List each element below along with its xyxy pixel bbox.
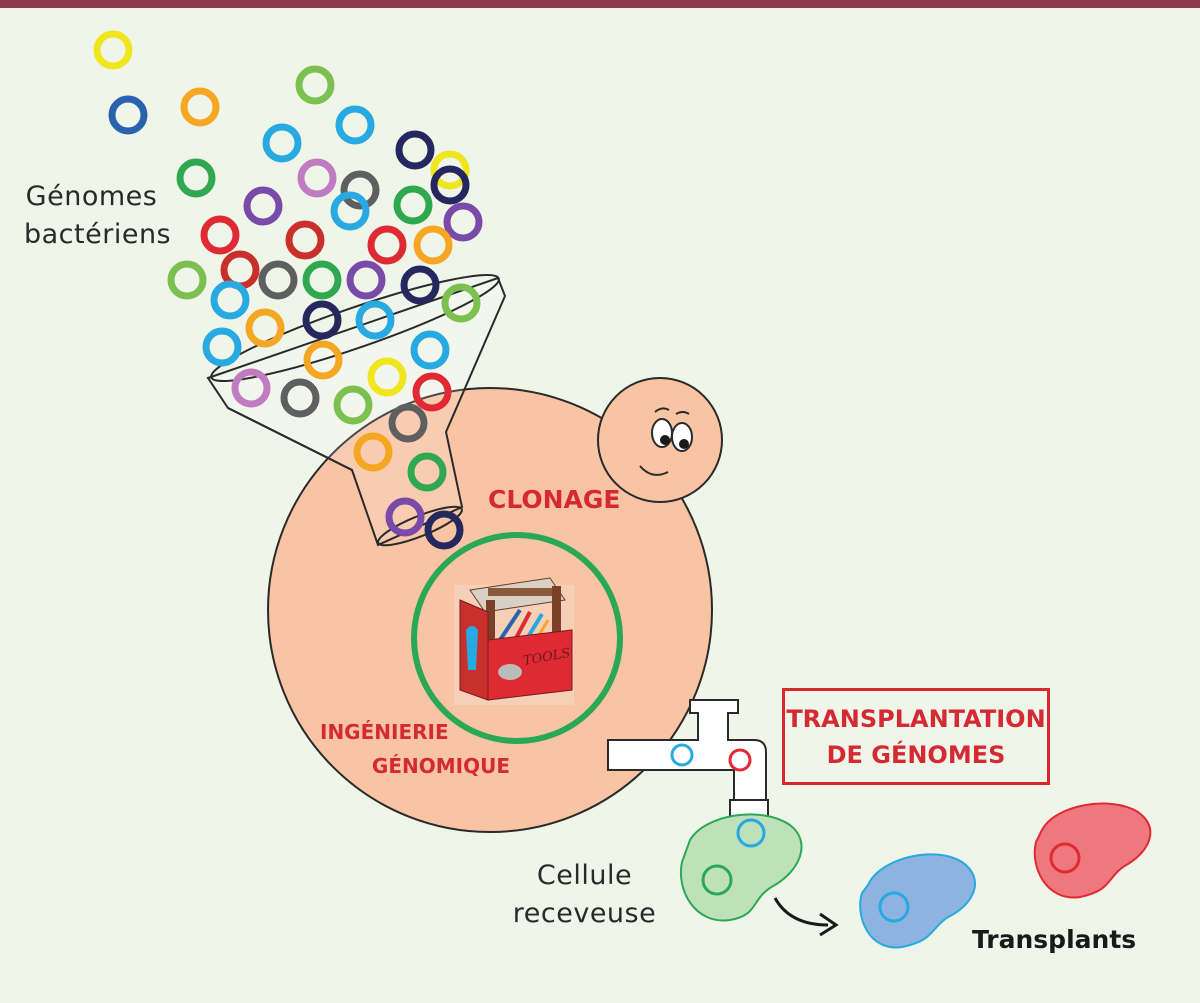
recipient-cell <box>679 813 803 922</box>
genomes-label-line2: bactériens <box>24 219 172 250</box>
genome-ring <box>424 510 464 550</box>
genome-ring <box>258 260 298 300</box>
genome-ring <box>302 260 342 300</box>
nucleus-ring <box>411 532 623 744</box>
toolbox-icon: TOOLS <box>454 577 574 705</box>
genome-ring <box>400 265 440 305</box>
faucet-icon <box>607 699 769 817</box>
genome-ring <box>262 123 302 163</box>
genome-ring <box>355 300 395 340</box>
top-border-bar <box>0 0 1200 8</box>
genome-ring <box>353 432 393 472</box>
genome-ring <box>367 225 407 265</box>
genome-ring <box>430 150 470 190</box>
smiley-face-icon <box>597 377 723 503</box>
genome-ring <box>302 300 342 340</box>
genome-ring <box>346 260 386 300</box>
genome-ring <box>210 280 250 320</box>
genome-ring <box>180 87 220 127</box>
genome-ring <box>280 378 320 418</box>
genome-ring <box>395 130 435 170</box>
genome-ring <box>385 497 425 537</box>
curved-arrow-icon <box>773 897 839 937</box>
genome-ring <box>303 340 343 380</box>
genome-ring <box>412 372 452 412</box>
genome-ring <box>410 330 450 370</box>
genome-ring <box>93 30 133 70</box>
genome-ring <box>335 105 375 145</box>
genome-rings <box>93 30 483 550</box>
transplantation-line1: TRANSPLANTATION <box>786 704 1046 733</box>
clonage-label: CLONAGE <box>488 485 621 514</box>
genome-ring <box>245 308 285 348</box>
genome-ring <box>108 95 148 135</box>
genome-ring <box>393 185 433 225</box>
genome-ring <box>330 191 370 231</box>
genome-ring <box>176 158 216 198</box>
genome-ring <box>333 385 373 425</box>
genomes-label: Génomes bactériens <box>24 178 172 254</box>
genome-ring <box>443 202 483 242</box>
genome-ring <box>407 452 447 492</box>
genome-ring <box>167 260 207 300</box>
genome-ring <box>441 283 481 323</box>
transplant-cell-blue <box>859 853 976 949</box>
recipient-cell-line1: Cellule <box>536 860 633 891</box>
genomic-engineering-label: INGÉNIERIE GÉNOMIQUE <box>300 715 510 783</box>
genome-ring <box>340 170 380 210</box>
genome-transplantation-box: TRANSPLANTATION DE GÉNOMES <box>782 688 1050 785</box>
genomic-engineering-line2: GÉNOMIQUE <box>371 754 510 778</box>
genomes-label-line1: Génomes <box>25 181 158 212</box>
genome-ring <box>295 65 335 105</box>
funnel-icon <box>206 274 507 547</box>
genomic-engineering-line1: INGÉNIERIE <box>320 720 449 744</box>
transplant-cell-red <box>1033 802 1152 899</box>
recipient-cell-label: Cellule receveuse <box>512 857 657 933</box>
genome-ring <box>243 186 283 226</box>
genome-ring <box>413 225 453 265</box>
genome-ring <box>200 215 240 255</box>
genome-ring <box>285 220 325 260</box>
genome-ring <box>202 327 242 367</box>
genome-ring <box>388 403 428 443</box>
transplantation-line2: DE GÉNOMES <box>826 740 1006 769</box>
genome-ring <box>430 165 470 205</box>
genome-ring <box>367 357 407 397</box>
recipient-cell-line2: receveuse <box>512 898 657 929</box>
genome-ring <box>297 158 337 198</box>
transplants-label: Transplants <box>972 925 1137 954</box>
genome-ring <box>231 368 271 408</box>
